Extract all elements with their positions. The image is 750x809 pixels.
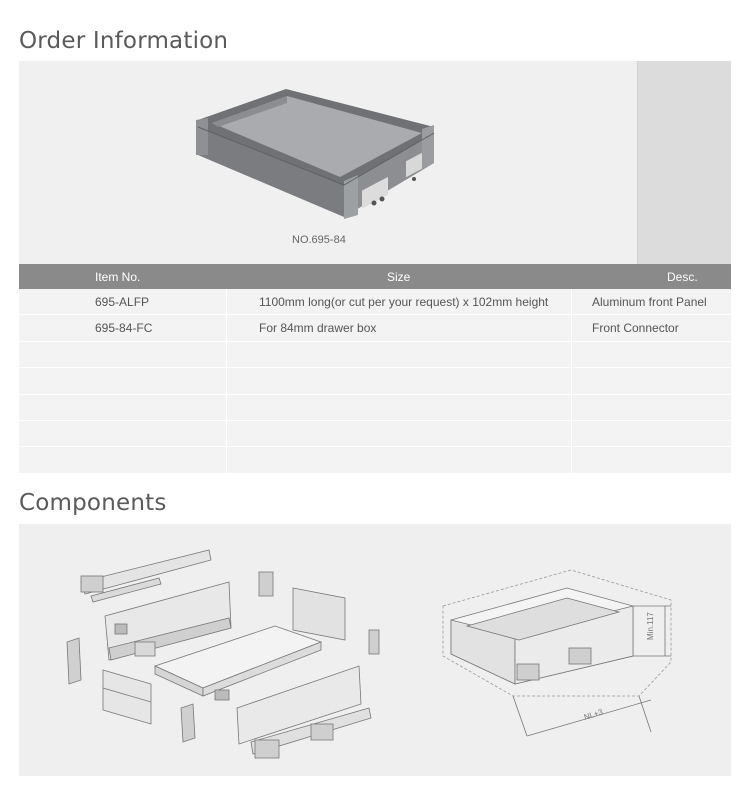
table-row bbox=[19, 368, 731, 395]
cell-item-no bbox=[19, 341, 226, 368]
header-item-no: Item No. bbox=[95, 270, 141, 284]
cell-item-no: 695-ALFP bbox=[19, 289, 226, 315]
table-row bbox=[19, 394, 731, 421]
table-row bbox=[19, 420, 731, 448]
cell-desc: Front Connector bbox=[572, 315, 731, 341]
cell-item-no bbox=[19, 394, 226, 420]
table-header: Item No. Size Desc. bbox=[19, 264, 731, 289]
dimension-width-label: NL+3 bbox=[583, 707, 605, 722]
exploded-view-drawing: Min.117 NL+3 bbox=[66, 549, 672, 759]
header-size: Size bbox=[387, 270, 411, 284]
table-row bbox=[19, 341, 731, 369]
product-side-panel bbox=[637, 61, 731, 264]
order-table: Item No. Size Desc. 695-ALFP 1100mm long… bbox=[19, 264, 731, 474]
cell-item-no bbox=[19, 368, 226, 394]
cell-size bbox=[227, 341, 571, 368]
cell-size bbox=[227, 447, 571, 473]
components-title: Components bbox=[19, 490, 167, 516]
cell-desc bbox=[572, 394, 731, 420]
product-caption: NO.695-84 bbox=[292, 234, 346, 246]
dimension-height-label: Min.117 bbox=[646, 612, 655, 640]
cell-desc: Aluminum front Panel bbox=[572, 289, 731, 315]
cell-desc bbox=[572, 368, 731, 394]
cell-size bbox=[227, 394, 571, 420]
cell-size bbox=[227, 368, 571, 394]
cell-size bbox=[227, 420, 571, 447]
cell-item-no bbox=[19, 420, 226, 447]
drawer-product-image bbox=[196, 89, 435, 219]
cell-size: For 84mm drawer box bbox=[227, 315, 571, 341]
cell-desc bbox=[572, 420, 731, 447]
cell-item-no: 695-84-FC bbox=[19, 315, 226, 341]
table-row: 695-84-FC For 84mm drawer box Front Conn… bbox=[19, 315, 731, 342]
table-row bbox=[19, 447, 731, 474]
components-panel: Min.117 NL+3 bbox=[19, 524, 731, 776]
cell-desc bbox=[572, 341, 731, 368]
product-image-panel: NO.695-84 bbox=[19, 61, 731, 264]
header-desc: Desc. bbox=[667, 270, 698, 284]
cell-item-no bbox=[19, 447, 226, 473]
table-row: 695-ALFP 1100mm long(or cut per your req… bbox=[19, 289, 731, 316]
cell-desc bbox=[572, 447, 731, 473]
order-information-title: Order Information bbox=[19, 28, 229, 54]
cell-size: 1100mm long(or cut per your request) x 1… bbox=[227, 289, 571, 315]
